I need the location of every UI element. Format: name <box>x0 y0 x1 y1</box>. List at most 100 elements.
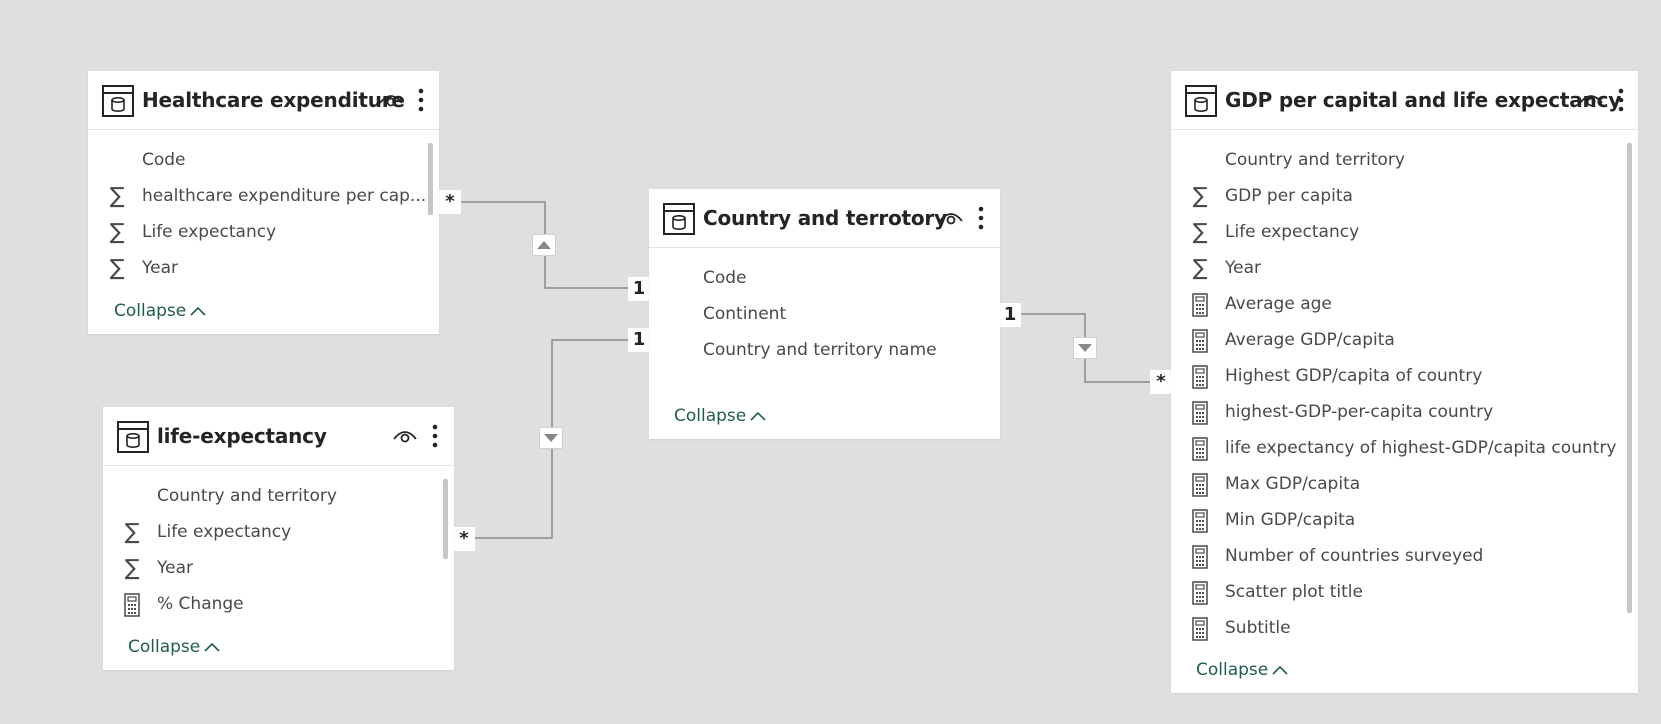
calculator-icon <box>1192 365 1208 389</box>
field-life-expectancy[interactable]: ∑ Life expectancy <box>1171 218 1624 248</box>
field-label: Year <box>157 558 193 578</box>
field-label: Year <box>142 258 178 278</box>
field-year[interactable]: ∑ Year <box>103 554 440 584</box>
chevron-up-icon <box>204 642 220 652</box>
cardinality-one-marker: 1 <box>628 277 650 301</box>
calculator-icon <box>1192 617 1208 641</box>
table-title: Healthcare expenditure <box>142 88 405 112</box>
field-life-expectancy[interactable]: ∑ Life expectancy <box>103 518 440 548</box>
measure-average-age[interactable]: Average age <box>1171 290 1624 320</box>
cardinality-one-marker: 1 <box>628 328 650 352</box>
filter-direction-down-arrow[interactable] <box>1073 337 1097 359</box>
field-label: Code <box>142 150 186 170</box>
triangle-up-icon <box>537 241 551 249</box>
field-label: Country and territory name <box>703 340 937 360</box>
chevron-up-icon <box>750 411 766 421</box>
triangle-down-icon <box>1078 344 1092 352</box>
sigma-icon: ∑ <box>1192 256 1208 281</box>
field-country-and-territory-name[interactable]: Country and territory name <box>649 336 986 366</box>
triangle-down-icon <box>544 434 558 442</box>
field-code[interactable]: Code <box>649 264 986 294</box>
field-percent-change[interactable]: % Change <box>103 590 440 620</box>
eye-icon[interactable] <box>938 209 964 227</box>
sigma-icon: ∑ <box>109 256 125 281</box>
collapse-label: Collapse <box>1196 660 1269 680</box>
table-title: Country and terrotory <box>703 206 947 230</box>
calculator-icon <box>1192 473 1208 497</box>
field-label: Continent <box>703 304 787 324</box>
collapse-button[interactable]: Collapse <box>674 406 766 426</box>
table-title: life-expectancy <box>157 424 327 448</box>
calculator-icon <box>1192 581 1208 605</box>
measure-max-gdp-capita[interactable]: Max GDP/capita <box>1171 470 1624 500</box>
table-header[interactable]: Country and terrotory <box>649 189 1000 248</box>
table-card-life-expectancy[interactable]: life-expectancy Country and territory ∑ … <box>103 407 454 670</box>
field-label: Country and territory <box>157 486 337 506</box>
sigma-icon: ∑ <box>109 184 125 209</box>
measure-scatter-plot-title[interactable]: Scatter plot title <box>1171 578 1624 608</box>
chevron-up-icon <box>1272 665 1288 675</box>
scrollbar[interactable] <box>1627 143 1632 613</box>
measure-min-gdp-capita[interactable]: Min GDP/capita <box>1171 506 1624 536</box>
calculator-icon <box>1192 293 1208 317</box>
collapse-button[interactable]: Collapse <box>1196 660 1288 680</box>
cardinality-many-marker: * <box>453 527 475 551</box>
field-continent[interactable]: Continent <box>649 300 986 330</box>
filter-direction-up-arrow[interactable] <box>532 234 556 256</box>
sigma-icon: ∑ <box>109 220 125 245</box>
field-country-and-territory[interactable]: Country and territory <box>103 482 440 512</box>
field-label: highest-GDP-per-capita country <box>1225 402 1494 422</box>
sigma-icon: ∑ <box>124 520 140 545</box>
field-year[interactable]: ∑ Year <box>88 254 425 284</box>
table-title: GDP per capital and life expectancy <box>1225 88 1622 112</box>
collapse-label: Collapse <box>114 301 187 321</box>
eye-icon[interactable] <box>378 91 404 109</box>
field-label: Scatter plot title <box>1225 582 1363 602</box>
table-icon <box>117 421 149 453</box>
measure-highest-gdp-capita-of-country[interactable]: Highest GDP/capita of country <box>1171 362 1624 392</box>
field-healthcare-expenditure[interactable]: ∑ healthcare expenditure per cap... <box>88 182 425 212</box>
calculator-icon <box>1192 401 1208 425</box>
table-card-country-and-territory[interactable]: Country and terrotory Code Continent Cou… <box>649 189 1000 439</box>
more-options-icon[interactable] <box>431 423 439 449</box>
sigma-icon: ∑ <box>1192 184 1208 209</box>
table-card-healthcare-expenditure[interactable]: Healthcare expenditure Code ∑ healthcare… <box>88 71 439 334</box>
table-header[interactable]: life-expectancy <box>103 407 454 466</box>
field-year[interactable]: ∑ Year <box>1171 254 1624 284</box>
field-label: Number of countries surveyed <box>1225 546 1484 566</box>
measure-subtitle[interactable]: Subtitle <box>1171 614 1624 644</box>
table-header[interactable]: GDP per capital and life expectancy <box>1171 71 1638 130</box>
field-code[interactable]: Code <box>88 146 425 176</box>
scrollbar[interactable] <box>428 143 433 215</box>
more-options-icon[interactable] <box>977 205 985 231</box>
field-label: Year <box>1225 258 1261 278</box>
table-card-gdp-per-capital-and-life-expectancy[interactable]: GDP per capital and life expectancy Coun… <box>1171 71 1638 693</box>
measure-life-expectancy-of-highest-gdp-country[interactable]: life expectancy of highest-GDP/capita co… <box>1171 434 1624 464</box>
sigma-icon: ∑ <box>124 556 140 581</box>
field-gdp-per-capita[interactable]: ∑ GDP per capita <box>1171 182 1624 212</box>
scrollbar[interactable] <box>443 479 448 559</box>
more-options-icon[interactable] <box>1617 87 1625 113</box>
collapse-button[interactable]: Collapse <box>114 301 206 321</box>
filter-direction-down-arrow[interactable] <box>539 427 563 449</box>
eye-icon[interactable] <box>1578 91 1604 109</box>
field-label: Max GDP/capita <box>1225 474 1361 494</box>
table-icon <box>1185 85 1217 117</box>
field-life-expectancy[interactable]: ∑ Life expectancy <box>88 218 425 248</box>
collapse-button[interactable]: Collapse <box>128 637 220 657</box>
measure-number-of-countries-surveyed[interactable]: Number of countries surveyed <box>1171 542 1624 572</box>
eye-icon[interactable] <box>392 427 418 445</box>
field-label: Highest GDP/capita of country <box>1225 366 1483 386</box>
cardinality-many-marker: * <box>1150 370 1172 394</box>
table-header[interactable]: Healthcare expenditure <box>88 71 439 130</box>
cardinality-many-marker: * <box>439 190 461 214</box>
collapse-label: Collapse <box>128 637 201 657</box>
more-options-icon[interactable] <box>417 87 425 113</box>
measure-average-gdp-capita[interactable]: Average GDP/capita <box>1171 326 1624 356</box>
measure-highest-gdp-per-capita-country[interactable]: highest-GDP-per-capita country <box>1171 398 1624 428</box>
field-label: % Change <box>157 594 244 614</box>
field-label: Code <box>703 268 747 288</box>
table-icon <box>663 203 695 235</box>
field-country-and-territory[interactable]: Country and territory <box>1171 146 1624 176</box>
